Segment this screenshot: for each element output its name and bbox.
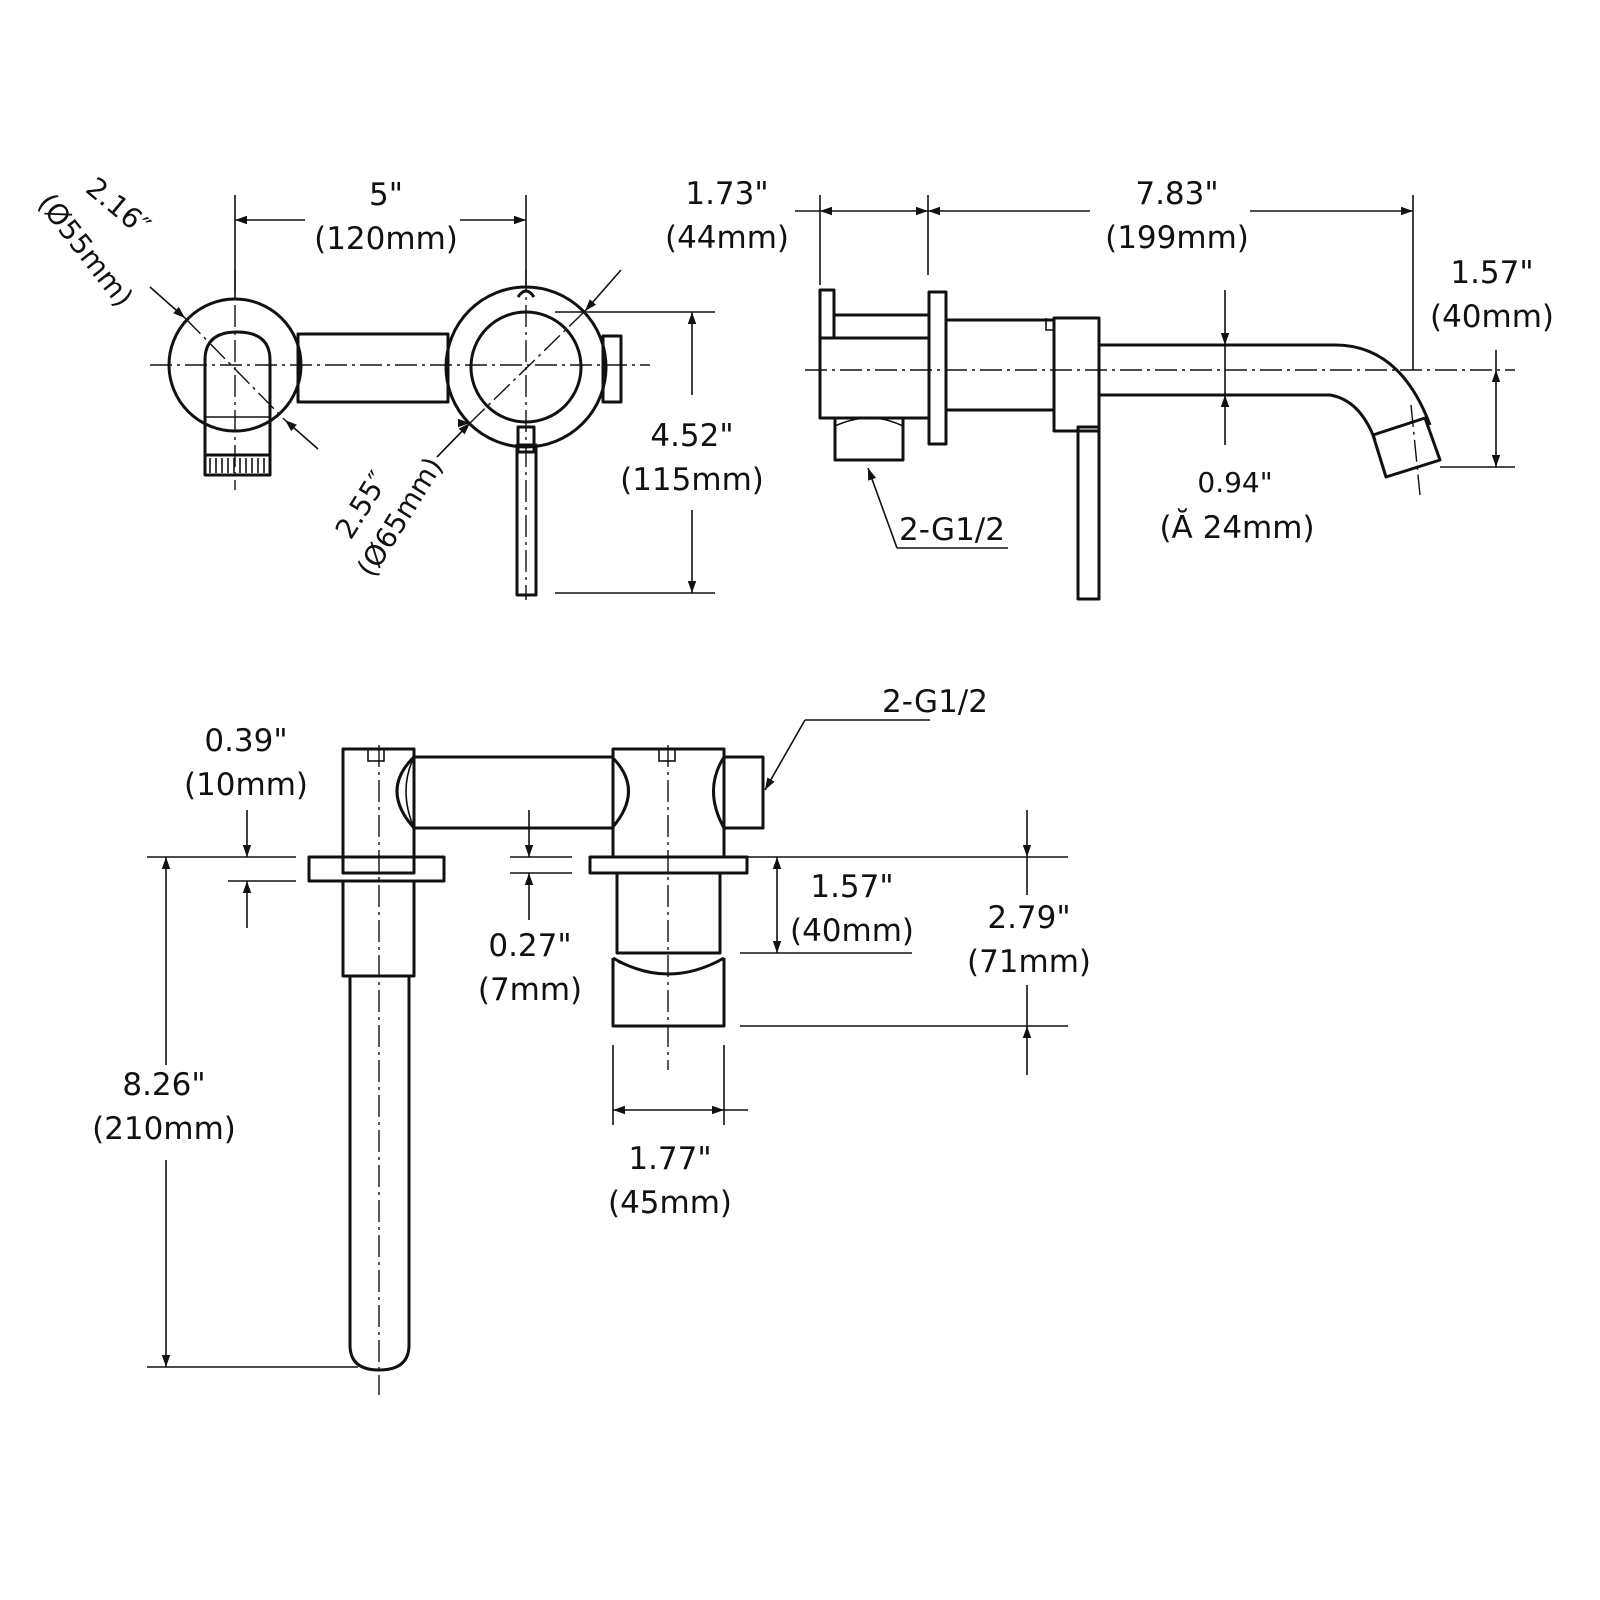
flange-right-mm: (7mm) — [478, 972, 582, 1008]
side-aerator — [1371, 416, 1442, 479]
flange-left-mm: (10mm) — [184, 767, 308, 803]
valve-depth-max-mm: (71mm) — [967, 944, 1091, 980]
flange-left-inch: 0.39" — [204, 723, 287, 759]
side-handle-lever — [1076, 425, 1101, 601]
spout-pipe — [1099, 343, 1432, 426]
spout-drop-mm: (40mm) — [1430, 299, 1554, 335]
valve-depth-min-inch: 1.57" — [810, 869, 893, 905]
aerator — [203, 453, 272, 477]
valve-width-inch: 1.77" — [628, 1141, 711, 1177]
spout-flange — [307, 855, 446, 883]
valve-body — [818, 336, 931, 420]
spout-pipe-inch: 0.94" — [1197, 466, 1272, 499]
spout-drop-inch: 1.57" — [1450, 255, 1533, 291]
inlet-connection — [833, 418, 905, 462]
handle-height-mm: (115mm) — [620, 462, 764, 498]
top-inlet — [722, 755, 765, 830]
aerator-mesh — [209, 458, 265, 473]
spout-length-mm: (210mm) — [92, 1111, 236, 1147]
side-connection-label: 2-G1/2 — [899, 512, 1005, 548]
spout-reach-mm: (199mm) — [1105, 220, 1249, 256]
spout-pipe-mm: (Ă 24mm) — [1159, 509, 1314, 546]
side-view: 1.73" (44mm) 7.83" (199mm) 1.57" (40mm) … — [665, 176, 1554, 601]
flange-right-inch: 0.27" — [488, 928, 571, 964]
wall-flange — [927, 290, 948, 446]
body-depth-inch: 1.73" — [685, 176, 768, 212]
spout-length-inch: 8.26" — [122, 1067, 205, 1103]
spout-bend — [203, 330, 272, 415]
handle-height-inch: 4.52" — [650, 418, 733, 454]
body-depth-mm: (44mm) — [665, 220, 789, 256]
front-view: 5" (120mm) 2.16″ (Ø55mm) 2.55″ (Ø65mm) 4… — [31, 171, 764, 600]
top-view: 2-G1/2 0.39" (10mm) 0.27" (7mm) 8.26" (2… — [92, 684, 1091, 1395]
valve-depth-max-inch: 2.79" — [987, 900, 1070, 936]
spout-reach-inch: 7.83" — [1135, 176, 1218, 212]
handle-body — [944, 318, 1056, 412]
center-distance-mm: (120mm) — [314, 221, 458, 257]
center-distance-inch: 5" — [369, 177, 403, 213]
connecting-tube — [296, 332, 450, 404]
valve-depth-min-mm: (40mm) — [790, 913, 914, 949]
valve-width-mm: (45mm) — [608, 1185, 732, 1221]
top-connection-label: 2-G1/2 — [882, 684, 988, 720]
cartridge-stub — [601, 334, 623, 404]
